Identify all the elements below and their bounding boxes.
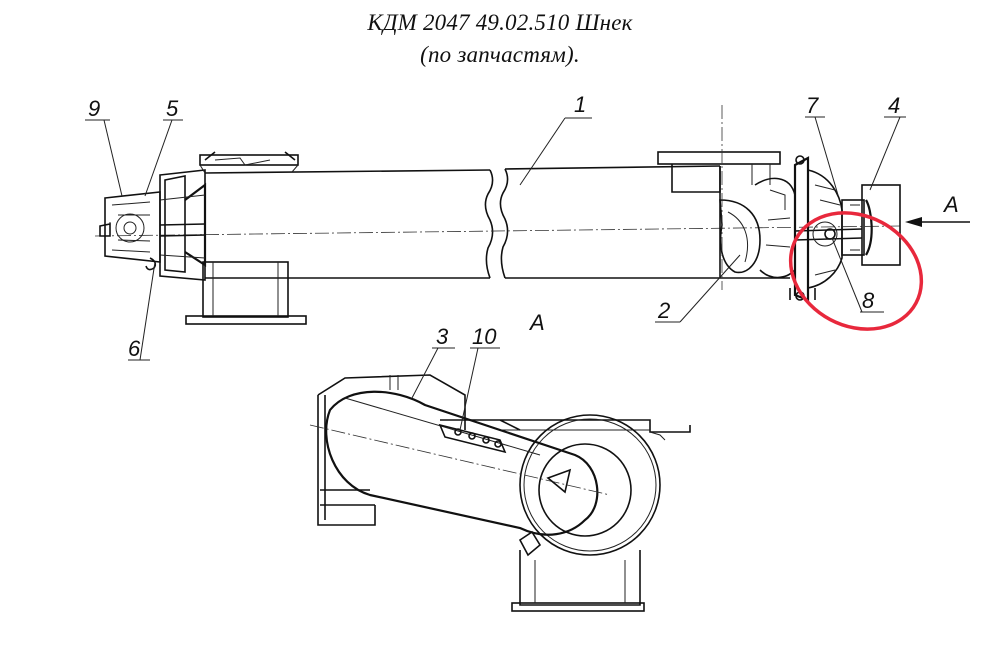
callout-5: 5 bbox=[166, 96, 179, 121]
top-inlet-plate bbox=[199, 151, 299, 174]
view-a-frame bbox=[317, 374, 466, 526]
callout-7: 7 bbox=[806, 93, 819, 118]
leader-lines bbox=[85, 116, 906, 431]
drawing-title: КДМ 2047 49.02.510 Шнек bbox=[367, 10, 633, 35]
callout-3: 3 bbox=[436, 324, 449, 349]
callout-9: 9 bbox=[88, 96, 100, 121]
view-a-casing bbox=[309, 390, 611, 557]
callout-8: 8 bbox=[862, 288, 875, 313]
right-inlet-hopper bbox=[657, 151, 781, 193]
drawing-subtitle: (по запчастям). bbox=[420, 42, 580, 67]
callout-4: 4 bbox=[888, 93, 900, 118]
callout-6: 6 bbox=[128, 336, 141, 361]
callout-2: 2 bbox=[657, 298, 670, 323]
callout-1: 1 bbox=[574, 92, 586, 117]
highlight-ellipse bbox=[788, 211, 924, 331]
view-arrow-label: A bbox=[942, 192, 959, 217]
view-arrow-a bbox=[905, 217, 970, 227]
callout-10: 10 bbox=[472, 324, 497, 349]
left-support-leg bbox=[185, 261, 307, 325]
auger-flight bbox=[719, 166, 796, 279]
auger-tube bbox=[94, 165, 901, 279]
left-end-housing bbox=[99, 169, 207, 281]
view-a-drum bbox=[511, 414, 661, 612]
section-view-label: A bbox=[528, 310, 545, 335]
